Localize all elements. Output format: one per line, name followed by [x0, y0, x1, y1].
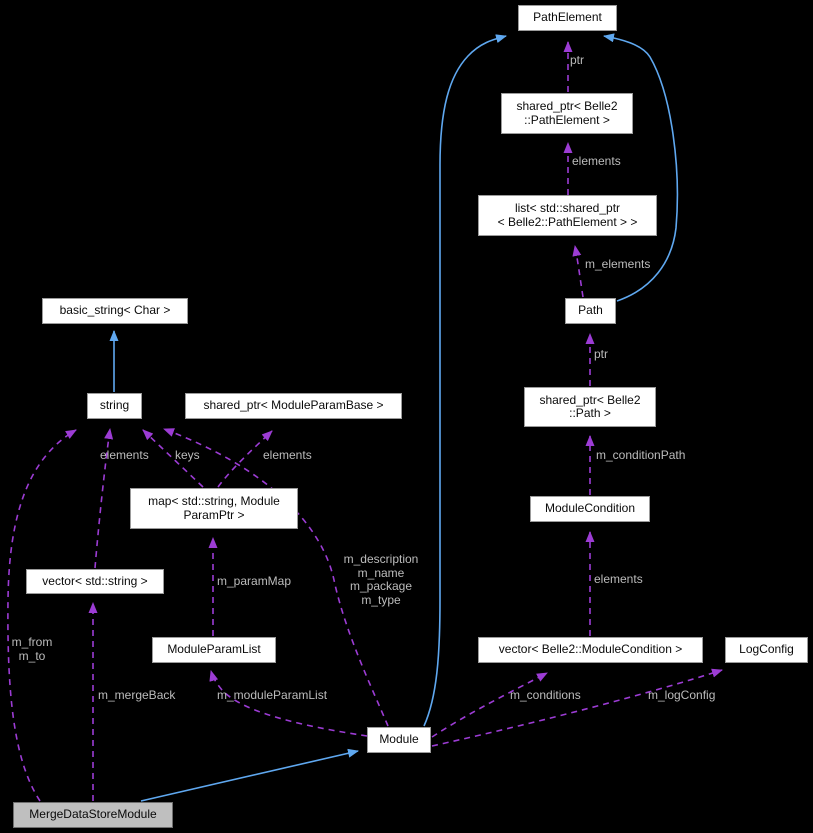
edge-label-elements-moduleparambase: elements	[263, 448, 312, 462]
node-label-line: ParamPtr >	[183, 507, 245, 522]
edge-use-module-string-members	[163, 428, 389, 727]
edge-use-module-moduleparamlist	[209, 670, 368, 737]
edge-use-map-sharedptrmoduleparambase	[217, 430, 273, 488]
edge-use-path-list	[572, 245, 584, 298]
node-label-line: PathElement	[533, 10, 602, 25]
node-log-config[interactable]: LogConfig	[725, 637, 808, 663]
node-label-line: ModuleParamList	[167, 642, 261, 657]
edge-label-m-merge-back: m_mergeBack	[98, 688, 176, 702]
edge-use-mergedatastoremodule-string	[7, 429, 77, 802]
node-label-line: ModuleCondition	[544, 501, 636, 516]
edge-use-vectorstring-string	[94, 428, 114, 569]
node-path-element[interactable]: PathElement	[518, 5, 617, 31]
node-module-condition[interactable]: ModuleCondition	[530, 496, 650, 522]
edge-label-module-string-members: m_description m_name m_package m_type	[343, 552, 419, 607]
node-string[interactable]: string	[87, 393, 142, 419]
node-vector-std-string[interactable]: vector< std::string >	[26, 569, 164, 594]
edge-use-module-vectormodulecondition	[431, 672, 548, 738]
node-map-string-module-param-ptr[interactable]: map< std::string, Module ParamPtr >	[130, 488, 298, 529]
node-label-line: list< std::shared_ptr	[514, 201, 621, 215]
edge-label-m-elements: m_elements	[585, 257, 651, 271]
edge-label-m-conditions: m_conditions	[510, 688, 581, 702]
node-label-line: vector< Belle2::ModuleCondition >	[498, 642, 683, 657]
node-shared-ptr-module-param-base[interactable]: shared_ptr< ModuleParamBase >	[185, 393, 402, 419]
node-shared-ptr-path-element[interactable]: shared_ptr< Belle2 ::PathElement >	[501, 93, 633, 134]
node-basic-string-char[interactable]: basic_string< Char >	[42, 298, 188, 324]
edge-label-m-from-m-to: m_from m_to	[11, 635, 53, 663]
edge-label-m-module-param-list: m_moduleParamList	[217, 688, 328, 702]
node-label-line: string	[99, 398, 130, 413]
edge-use-map-string-keys	[142, 429, 204, 488]
edge-label-elements-modulecondition: elements	[594, 572, 643, 586]
edge-label-elements-pathelement: elements	[572, 154, 621, 168]
edge-label-elements-string: elements	[100, 448, 149, 462]
node-label-line: vector< std::string >	[42, 573, 148, 588]
node-vector-module-condition[interactable]: vector< Belle2::ModuleCondition >	[478, 637, 703, 663]
node-label-line: map< std::string, Module	[148, 494, 280, 508]
node-label-line: LogConfig	[739, 642, 794, 657]
node-list-shared-ptr-path-element[interactable]: list< std::shared_ptr < Belle2::PathElem…	[478, 195, 657, 236]
node-module[interactable]: Module	[367, 727, 431, 753]
node-label-line: MergeDataStoreModule	[29, 807, 157, 822]
node-label-line: basic_string< Char >	[59, 303, 171, 318]
edge-label-m-param-map: m_paramMap	[217, 574, 292, 588]
node-label-line: shared_ptr< Belle2	[516, 99, 618, 113]
edge-use-module-logconfig	[431, 668, 723, 747]
edge-label-ptr-top: ptr	[570, 53, 585, 67]
node-label-line: ::PathElement >	[524, 112, 610, 127]
edge-inherit-module-path-element	[423, 34, 507, 727]
edge-label-keys: keys	[175, 448, 200, 462]
edge-label-m-log-config: m_logConfig	[648, 688, 716, 702]
node-label-line: Module	[379, 732, 419, 747]
node-label-line: ::Path >	[569, 406, 611, 420]
node-shared-ptr-path[interactable]: shared_ptr< Belle2 ::Path >	[524, 387, 656, 427]
node-label-line: < Belle2::PathElement > >	[497, 214, 638, 229]
node-label-line: shared_ptr< Belle2	[539, 392, 641, 407]
node-module-param-list[interactable]: ModuleParamList	[152, 637, 276, 663]
edge-inherit-path-path-element	[603, 33, 679, 302]
edge-inherit-mergedatastoremodule-module	[140, 748, 359, 802]
node-merge-data-store-module[interactable]: MergeDataStoreModule	[13, 802, 173, 828]
node-label-line: Path	[578, 303, 603, 318]
edge-label-ptr-path: ptr	[594, 347, 609, 361]
node-label-line: shared_ptr< ModuleParamBase >	[203, 398, 384, 413]
node-path[interactable]: Path	[565, 298, 616, 324]
edge-label-m-condition-path: m_conditionPath	[596, 448, 686, 462]
